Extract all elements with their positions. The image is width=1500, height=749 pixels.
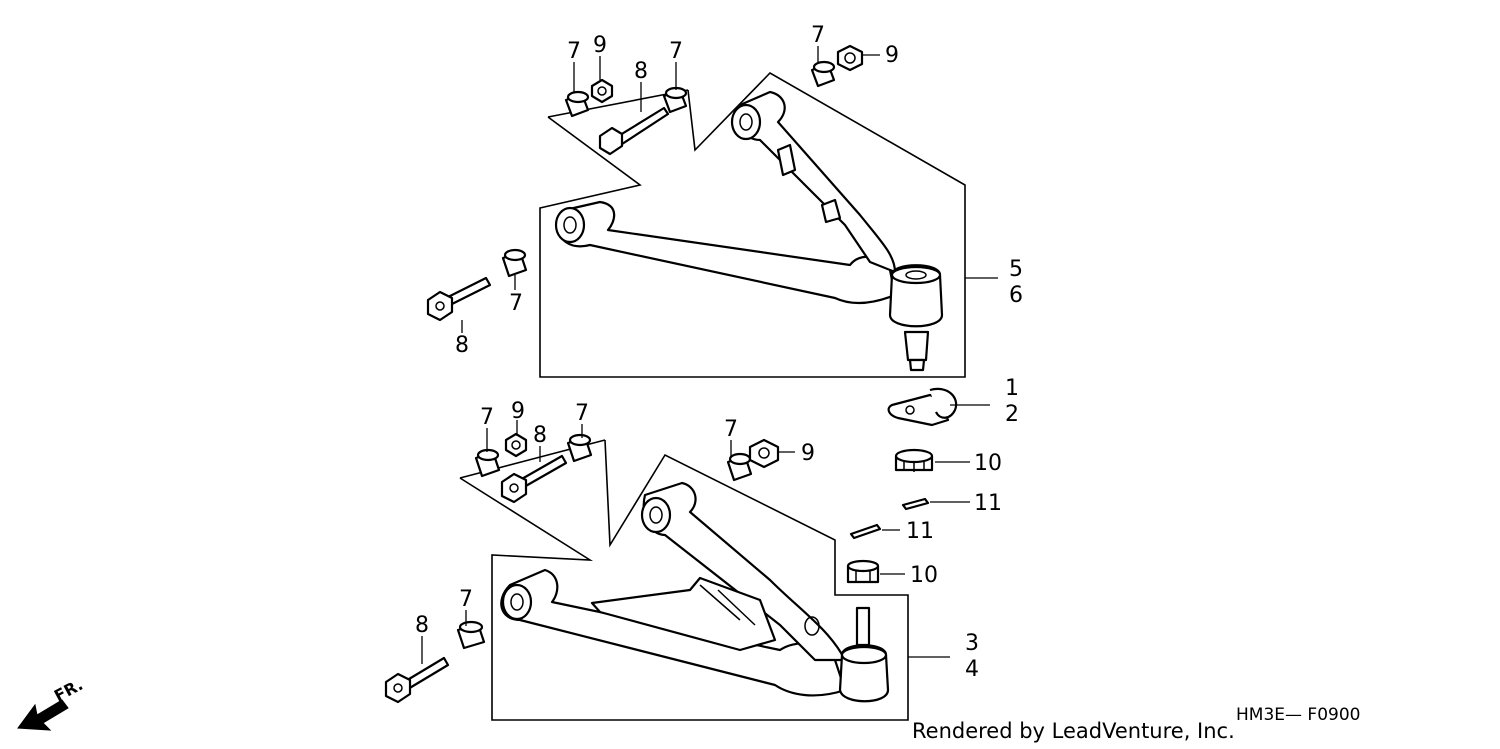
lower-arm-plate (590, 576, 777, 652)
cotter-pin-clip (887, 387, 958, 427)
lower-front-collar (456, 620, 486, 650)
upper-rear-collar-top (810, 60, 836, 88)
callout-upper-nut-9: 9 (593, 33, 607, 58)
callout-clip-1: 1 (1005, 376, 1019, 401)
lower-rear-nut-top (748, 438, 780, 469)
lower-rear-bolt (500, 454, 568, 504)
direction-label: FR. (51, 675, 86, 706)
callout-cotter-pin-11b: 11 (906, 519, 934, 544)
front-direction-arrow: FR. (17, 675, 86, 731)
upper-arm-rear-bushing (730, 103, 762, 141)
upper-arm-rear-bushing-bore (739, 113, 753, 131)
upper-rear-nut-left (590, 78, 614, 104)
callout-castle-nut-10: 10 (974, 451, 1002, 476)
callout-castle-nut-10b: 10 (910, 563, 938, 588)
callout-upper-collar-7b: 7 (669, 39, 683, 64)
upper-arm-group (426, 44, 998, 378)
lower-arm-hole (804, 616, 820, 636)
upper-rear-collar-right (662, 86, 688, 114)
upper-rear-collar-left (564, 90, 590, 118)
upper-arm-bracket (776, 143, 797, 177)
lower-arm-rear-bushing-bore (649, 506, 663, 524)
callout-cotter-pin-11: 11 (974, 491, 1002, 516)
callout-lower-nut-9: 9 (511, 399, 525, 424)
lower-arm-plate-ribs (699, 584, 756, 626)
callout-upper-bolt-8: 8 (634, 59, 648, 84)
callout-lower-nut-9b: 9 (801, 441, 815, 466)
lower-ball-joint (838, 606, 890, 703)
upper-group-frame (539, 71, 966, 378)
arrow-icon (17, 699, 69, 731)
lower-front-bolt (384, 656, 450, 704)
lower-leader-lines (421, 420, 950, 664)
upper-arm-front-bushing-bore (563, 216, 577, 234)
diagram-code: HM3E— F0900 (1236, 705, 1360, 725)
callout-clip-2: 2 (1005, 402, 1019, 427)
callout-upper-bolt-8b: 8 (455, 333, 469, 358)
lower-arm-rear-bushing (640, 496, 672, 534)
callout-lower-collar-7c: 7 (724, 417, 738, 442)
credit-text: Rendered by LeadVenture, Inc. (912, 719, 1235, 743)
upper-ball-joint (888, 264, 944, 372)
castle-nut-lower (846, 559, 880, 584)
center-hardware (846, 387, 990, 584)
upper-rear-bolt (598, 106, 670, 156)
callout-upper-nut-9b: 9 (885, 43, 899, 68)
lower-arm-front-bushing-bore (510, 593, 524, 611)
upper-leader-lines (461, 46, 998, 333)
callout-upper-collar-7d: 7 (509, 291, 523, 316)
callout-lower-arm-4: 4 (965, 657, 979, 682)
callout-lower-bolt-8b: 8 (415, 613, 429, 638)
lower-rear-collar-left (474, 448, 501, 478)
callout-upper-arm-6: 6 (1009, 283, 1023, 308)
callout-lower-arm-3: 3 (965, 631, 979, 656)
callout-lower-bolt-8: 8 (533, 423, 547, 448)
callout-upper-collar-7c: 7 (811, 23, 825, 48)
cotter-pin-upper (901, 497, 930, 511)
upper-front-collar (501, 248, 528, 278)
upper-front-bolt (426, 276, 492, 322)
upper-arm-front-bushing (554, 206, 586, 244)
callout-lower-collar-7b: 7 (575, 401, 589, 426)
cotter-pin-lower (849, 523, 882, 540)
upper-arm-tab (820, 198, 842, 224)
upper-rear-nut-top (836, 44, 864, 72)
lower-rear-nut-left (504, 432, 528, 458)
castle-nut-upper (894, 448, 934, 472)
lower-group-frame (459, 439, 909, 721)
callout-lower-collar-7d: 7 (459, 587, 473, 612)
callout-upper-collar-7: 7 (567, 39, 581, 64)
callout-upper-arm-5: 5 (1009, 257, 1023, 282)
lower-arm-group (384, 420, 950, 721)
upper-arm-rear-leg (737, 90, 897, 274)
callout-lower-collar-7: 7 (480, 405, 494, 430)
center-leader-lines (880, 404, 990, 575)
lower-arm-front-bushing (501, 583, 533, 621)
lower-rear-collar-right (566, 433, 593, 463)
